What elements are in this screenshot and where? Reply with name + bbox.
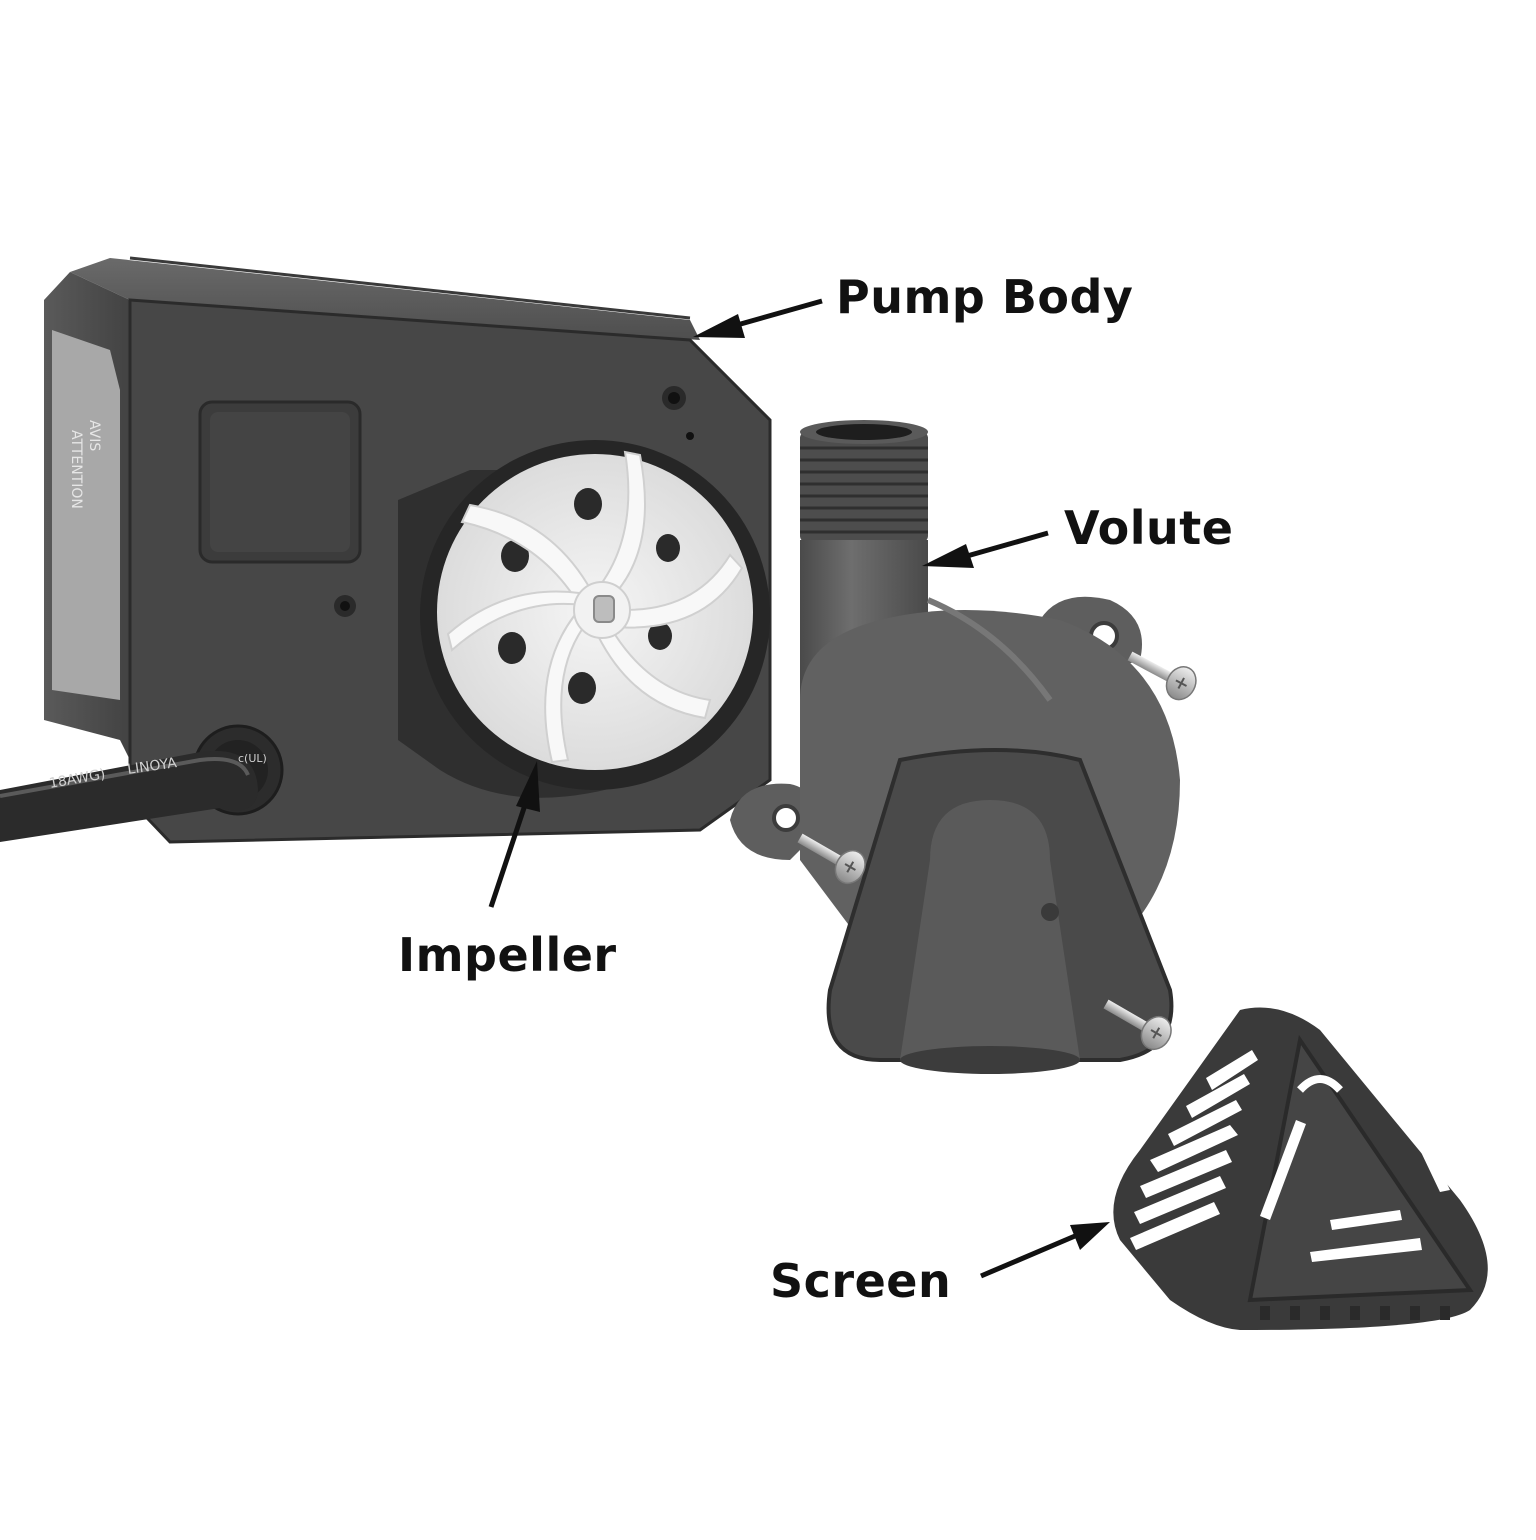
cable-print: LINOYA <box>126 755 178 778</box>
sticker-text: ATTENTION <box>68 430 84 509</box>
impeller <box>437 450 753 770</box>
label-impeller: Impeller <box>398 928 617 982</box>
power-cable: 18AWG) LINOYA c(UL) <box>0 724 284 842</box>
screen <box>1113 1007 1488 1330</box>
label-pump-body: Pump Body <box>836 270 1134 324</box>
screws <box>797 651 1197 1051</box>
sticker-text: AVIS <box>86 420 102 451</box>
callout-arrows <box>488 298 1110 1279</box>
cable-print: c(UL) <box>238 752 267 765</box>
label-volute: Volute <box>1064 501 1234 555</box>
volute <box>730 420 1180 1074</box>
label-screen: Screen <box>770 1254 952 1308</box>
